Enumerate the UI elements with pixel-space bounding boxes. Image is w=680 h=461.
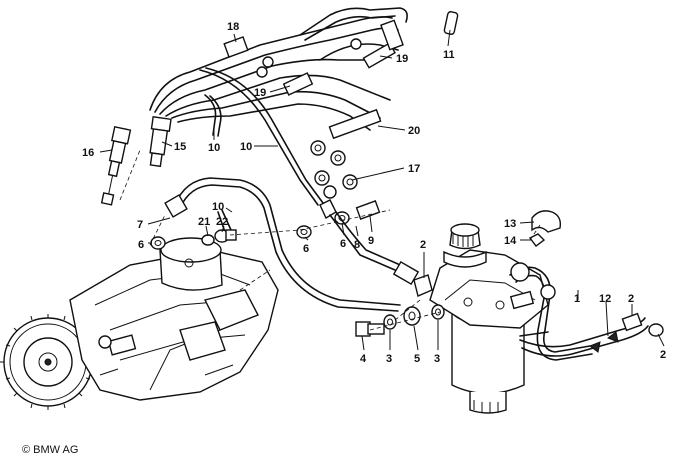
callout-11: 11 [443, 49, 455, 61]
filter-hoses [509, 262, 664, 361]
callout-10: 10 [212, 201, 224, 213]
callout-2: 2 [660, 349, 666, 361]
callout-15: 15 [174, 141, 186, 153]
callout-10: 10 [240, 141, 252, 153]
callout-19: 19 [254, 87, 266, 99]
callout-20: 20 [408, 125, 420, 137]
callout-12: 12 [599, 293, 611, 305]
callout-5: 5 [414, 353, 420, 365]
callout-6: 6 [138, 239, 144, 251]
copyright-text: © BMW AG [22, 444, 79, 456]
callout-4: 4 [360, 353, 367, 365]
union-nuts [256, 38, 362, 199]
injection-pump [0, 237, 279, 410]
callout-18: 18 [227, 21, 239, 33]
callout-2: 2 [628, 293, 634, 305]
callout-6: 6 [340, 238, 346, 250]
callout-leaders [99, 29, 665, 351]
callout-10: 10 [208, 142, 220, 154]
line-clamps [223, 19, 404, 140]
callout-7: 7 [137, 219, 143, 231]
fuel-hose [329, 211, 420, 286]
injection-lines [149, 7, 408, 206]
pump-gear-pulley [0, 314, 96, 410]
hollow-bolt-set [355, 274, 445, 337]
callout-9: 9 [368, 235, 374, 247]
callout-6: 6 [303, 243, 309, 255]
bracket-13 [528, 210, 562, 247]
assembly-guides [119, 149, 541, 331]
callout-1: 1 [574, 293, 580, 305]
callout-3: 3 [434, 353, 440, 365]
callout-labels: 18 11 19 19 20 17 16 15 10 10 10 7 21 22… [82, 21, 666, 365]
pin-11 [443, 11, 459, 35]
callout-17: 17 [408, 163, 420, 175]
callout-19: 19 [396, 53, 408, 65]
callout-13: 13 [504, 218, 516, 230]
callout-2: 2 [420, 239, 426, 251]
callout-22: 22 [216, 216, 228, 228]
injector-nozzles [100, 116, 172, 206]
callout-8: 8 [354, 239, 360, 251]
callout-16: 16 [82, 147, 94, 159]
callout-14: 14 [504, 235, 517, 247]
callout-21: 21 [198, 216, 210, 228]
fuel-filter [429, 223, 549, 414]
callout-3: 3 [386, 353, 392, 365]
